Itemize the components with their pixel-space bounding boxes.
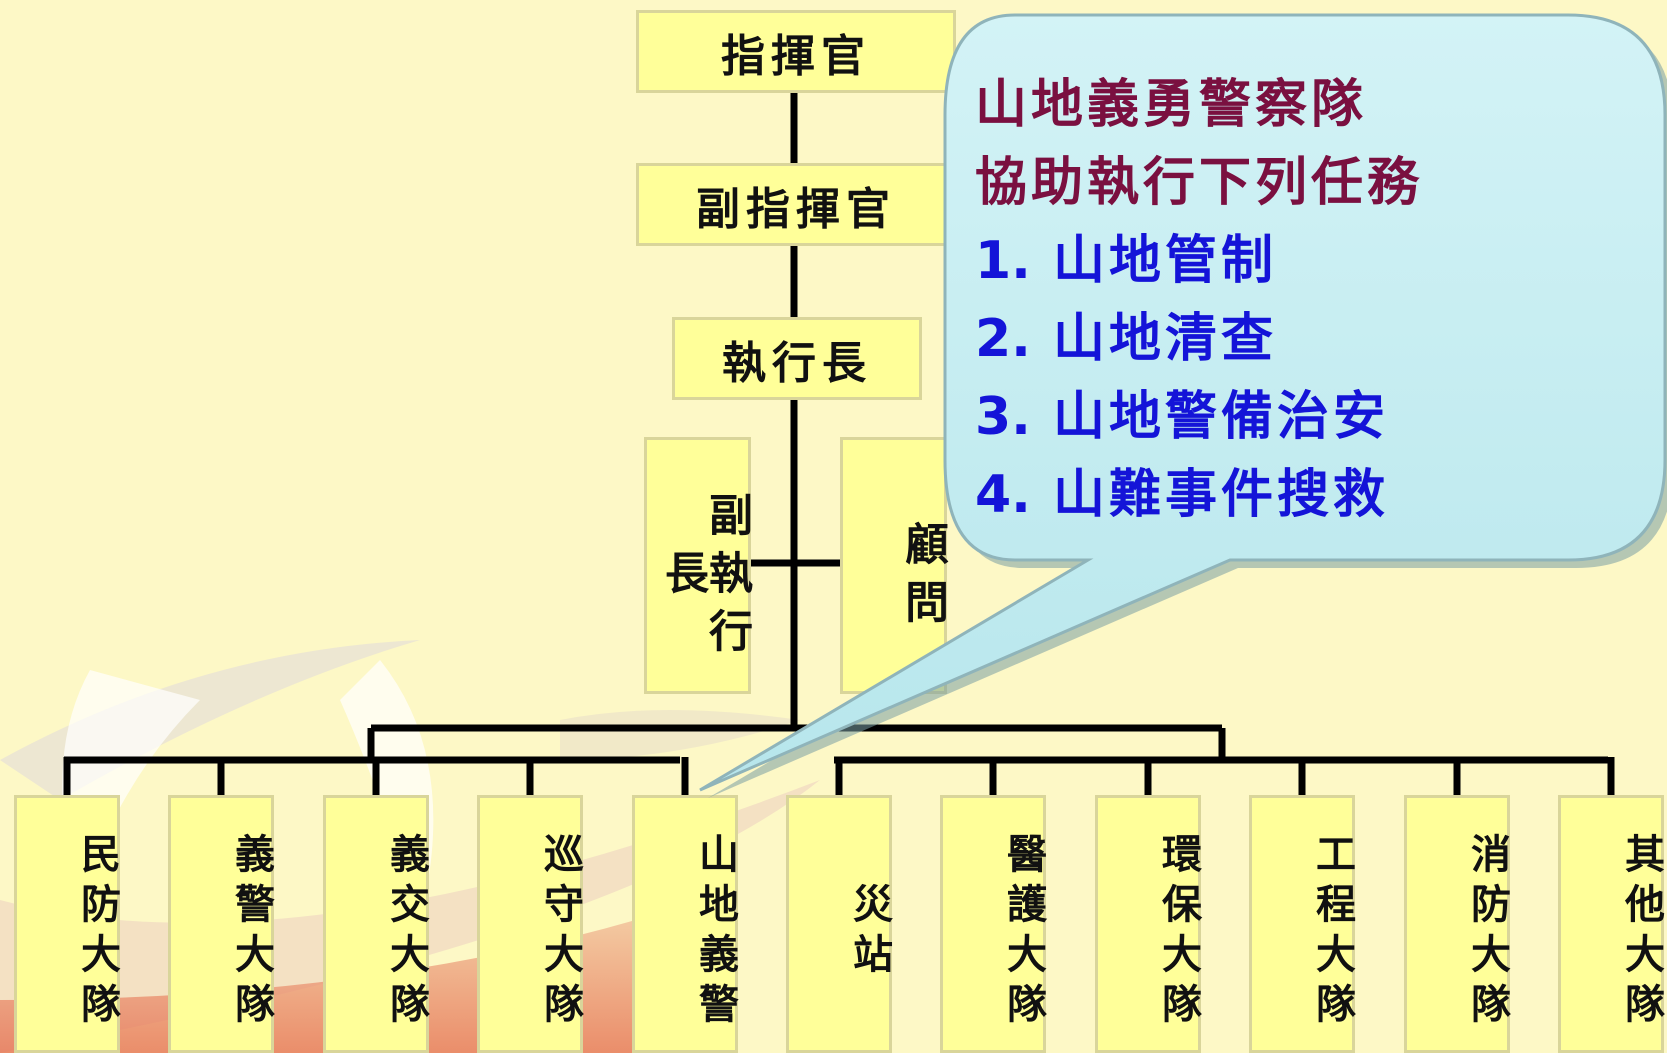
unit-box: 消防大隊 (1404, 795, 1511, 1053)
deputy-executive-box: 副執行長 (644, 437, 752, 694)
deputy-commander-box: 副指揮官 (636, 163, 956, 246)
advisor-box: 顧問 (840, 437, 948, 694)
callout-text: 山地義勇警察隊 協助執行下列任務 1. 山地管制 2. 山地清查 3. 山地警備… (975, 66, 1575, 534)
callout-task-item: 3. 山地警備治安 (975, 386, 1390, 447)
unit-box: 災站 (786, 795, 893, 1053)
unit-box: 巡守大隊 (477, 795, 584, 1053)
callout-task-item: 1. 山地管制 (975, 230, 1278, 291)
executive-box: 執行長 (672, 317, 922, 400)
commander-box: 指揮官 (636, 10, 956, 93)
unit-box: 其他大隊 (1558, 795, 1665, 1053)
unit-box: 工程大隊 (1249, 795, 1356, 1053)
unit-box: 民防大隊 (14, 795, 121, 1053)
unit-box: 醫護大隊 (940, 795, 1047, 1053)
unit-box: 義警大隊 (168, 795, 275, 1053)
callout-heading-line-1: 山地義勇警察隊 (975, 74, 1368, 135)
unit-box: 環保大隊 (1095, 795, 1202, 1053)
unit-box: 山地義警 (632, 795, 739, 1053)
callout-task-item: 2. 山地清查 (975, 308, 1278, 369)
unit-box: 義交大隊 (323, 795, 430, 1053)
callout-heading-line-2: 協助執行下列任務 (975, 152, 1424, 213)
callout-task-item: 4. 山難事件搜救 (975, 464, 1390, 525)
